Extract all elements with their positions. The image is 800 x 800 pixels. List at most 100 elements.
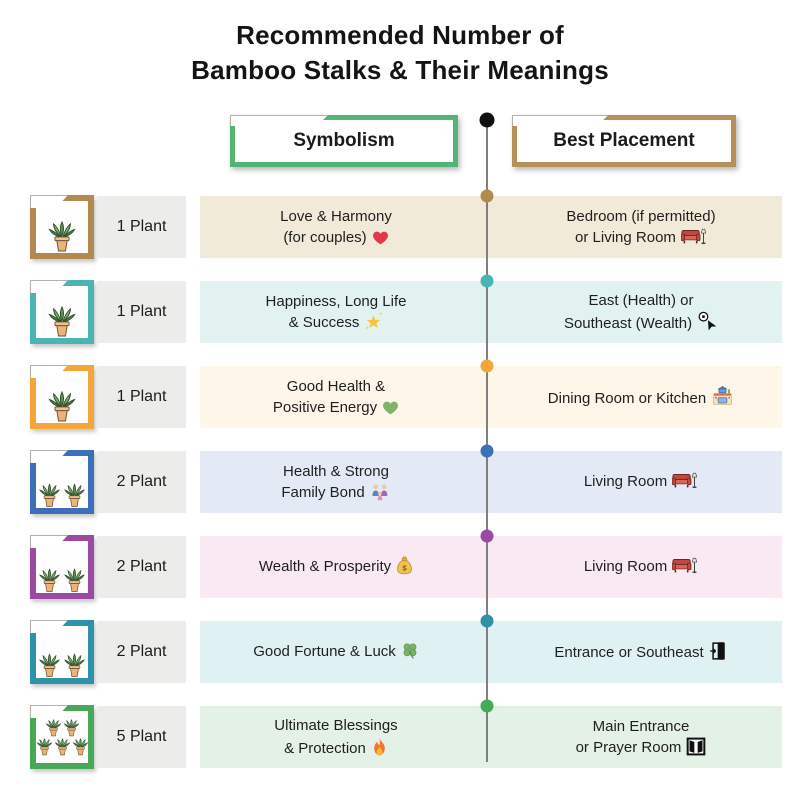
placement-cell: Entrance or Southeast — [500, 621, 782, 683]
timeline-top-dot — [479, 112, 495, 128]
plant-pot-icon — [72, 738, 88, 756]
plant-count-label: 2 Plant — [97, 621, 186, 683]
glowing-star-icon — [364, 312, 383, 331]
symbolism-cell: Health & Strong Family Bond — [200, 451, 472, 513]
symbolism-text: Health & Strong Family Bond — [281, 462, 389, 501]
clover-icon — [401, 641, 419, 660]
title-line-2: Bamboo Stalks & Their Meanings — [191, 55, 609, 86]
plant-pot-icon — [39, 483, 60, 507]
compass-icon — [697, 311, 718, 332]
table-row: Good Fortune & Luck Entrance or Southeas… — [0, 614, 800, 684]
symbolism-text: Happiness, Long Life & Success — [265, 292, 407, 331]
symbolism-text: Wealth & Prosperity — [258, 558, 392, 576]
title-line-1: Recommended Number of — [236, 20, 564, 50]
plant-pot-icon — [64, 568, 85, 592]
row-band: Good Health & Positive Energy Dining Roo… — [200, 366, 782, 428]
placement-cell: Living Room — [500, 451, 782, 513]
plant-count-label: 1 Plant — [97, 281, 186, 343]
symbolism-header: Symbolism — [230, 115, 458, 167]
timeline-dot — [480, 189, 494, 203]
table-row: Love & Harmony (for couples) Bedroom (if… — [0, 189, 800, 259]
best-placement-header-label: Best Placement — [553, 130, 695, 151]
placement-text: Living Room — [583, 473, 668, 491]
placement-text: Dining Room or Kitchen — [547, 390, 707, 408]
plant-pot-icon — [36, 738, 52, 756]
table-row: Happiness, Long Life & Success East (Hea… — [0, 274, 800, 344]
row-band: Ultimate Blessings & Protection Main Ent… — [200, 706, 782, 768]
red-heart-icon — [372, 230, 389, 246]
plant-icon-box — [30, 620, 94, 684]
row-band: Happiness, Long Life & Success East (Hea… — [200, 281, 782, 343]
fire-icon — [371, 737, 388, 757]
plant-pot-icon — [45, 719, 61, 737]
row-band: Health & Strong Family Bond Living Room — [200, 451, 782, 513]
symbolism-cell: Ultimate Blessings & Protection — [200, 706, 472, 768]
kitchen-stove-icon — [711, 384, 734, 407]
row-band: Love & Harmony (for couples) Bedroom (if… — [200, 196, 782, 258]
table-row: Good Health & Positive Energy Dining Roo… — [0, 359, 800, 429]
couch-icon — [671, 471, 698, 490]
page-title: Recommended Number of Bamboo Stalks & Th… — [0, 18, 800, 88]
green-heart-icon — [382, 400, 399, 416]
symbolism-text: Ultimate Blessings & Protection — [274, 717, 398, 757]
plant-icon-box — [30, 365, 94, 429]
couch-icon — [680, 227, 707, 246]
placement-cell: Bedroom (if permitted) or Living Room — [500, 196, 782, 258]
placement-text: Entrance or Southeast — [554, 643, 704, 661]
best-placement-header: Best Placement — [512, 115, 736, 167]
timeline-dot — [480, 274, 494, 288]
plant-icon-box — [30, 195, 94, 259]
row-band: Good Fortune & Luck Entrance or Southeas… — [200, 621, 782, 683]
timeline-dot — [480, 359, 494, 373]
placement-text: East (Health) or Southeast (Wealth) — [563, 291, 694, 332]
plant-icon-box — [30, 705, 94, 769]
row-band: Wealth & Prosperity $ Living Room — [200, 536, 782, 598]
placement-cell: Main Entrance or Prayer Room — [500, 706, 782, 768]
symbolism-text: Love & Harmony (for couples) — [280, 207, 392, 246]
symbolism-header-label: Symbolism — [293, 130, 395, 151]
family-icon — [370, 483, 391, 501]
plant-pot-icon — [54, 738, 70, 756]
plant-pot-icon — [63, 719, 79, 737]
plant-count-label: 5 Plant — [97, 706, 186, 768]
open-door-icon — [686, 737, 706, 756]
svg-text:$: $ — [402, 564, 407, 573]
timeline-dot — [480, 614, 494, 628]
placement-cell: Living Room — [500, 536, 782, 598]
symbolism-cell: Wealth & Prosperity $ — [200, 536, 472, 598]
plant-count-label: 2 Plant — [97, 536, 186, 598]
plant-pot-icon — [48, 221, 76, 252]
plant-pot-icon — [64, 483, 85, 507]
table-row: Wealth & Prosperity $ Living Room 2 Plant — [0, 529, 800, 599]
plant-count-label: 2 Plant — [97, 451, 186, 513]
plant-pot-icon — [64, 653, 85, 677]
symbolism-cell: Happiness, Long Life & Success — [200, 281, 472, 343]
money-bag-icon: $ — [396, 556, 413, 575]
plant-pot-icon — [39, 653, 60, 677]
plant-icon-box — [30, 535, 94, 599]
placement-text: Bedroom (if permitted) or Living Room — [566, 207, 716, 246]
placement-text: Living Room — [583, 558, 668, 576]
plant-pot-icon — [48, 306, 76, 337]
plant-pot-icon — [39, 568, 60, 592]
symbolism-cell: Good Fortune & Luck — [200, 621, 472, 683]
door-enter-icon — [709, 641, 728, 661]
timeline-line — [486, 120, 488, 762]
table-row: Ultimate Blessings & Protection Main Ent… — [0, 699, 800, 769]
plant-count-label: 1 Plant — [97, 366, 186, 428]
timeline-dot — [480, 699, 494, 713]
timeline-dot — [480, 444, 494, 458]
symbolism-text: Good Health & Positive Energy — [272, 377, 386, 416]
symbolism-cell: Love & Harmony (for couples) — [200, 196, 472, 258]
plant-count-label: 1 Plant — [97, 196, 186, 258]
placement-cell: East (Health) or Southeast (Wealth) — [500, 281, 782, 343]
placement-text: Main Entrance or Prayer Room — [575, 717, 690, 756]
plant-icon-box — [30, 450, 94, 514]
symbolism-cell: Good Health & Positive Energy — [200, 366, 472, 428]
timeline-dot — [480, 529, 494, 543]
table-row: Health & Strong Family Bond Living Room … — [0, 444, 800, 514]
placement-cell: Dining Room or Kitchen — [500, 366, 782, 428]
plant-icon-box — [30, 280, 94, 344]
plant-pot-icon — [48, 391, 76, 422]
